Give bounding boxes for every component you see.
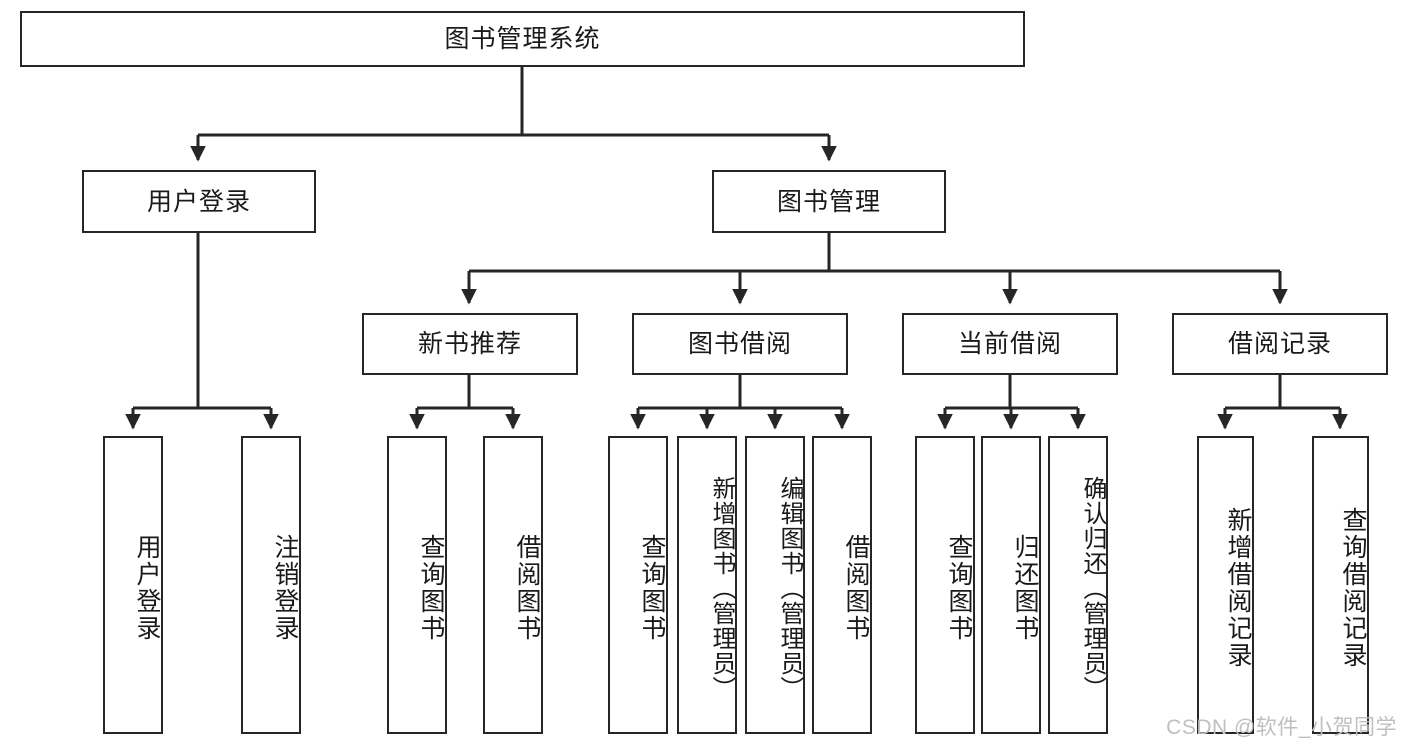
node-label: 图书管理	[776, 187, 881, 216]
leaf-current-query-book[interactable]: 查询图书	[915, 436, 975, 734]
node-label: 查询图书	[945, 534, 973, 642]
node-label: 借阅图书	[513, 534, 541, 642]
csdn-watermark: CSDN @软件_小贺同学	[1166, 716, 1397, 739]
node-label: 借阅图书	[842, 534, 870, 642]
leaf-current-confirm-return-admin[interactable]: 确认归还（管理员）	[1048, 436, 1108, 734]
node-root-system[interactable]: 图书管理系统	[20, 11, 1025, 67]
leaf-new-book-query[interactable]: 查询图书	[387, 436, 447, 734]
leaf-user-login-login[interactable]: 用户登录	[103, 436, 163, 734]
node-label: 查询借阅记录	[1339, 507, 1367, 669]
node-user-login[interactable]: 用户登录	[82, 170, 316, 233]
node-label: 图书管理系统	[444, 25, 601, 53]
node-book-borrow[interactable]: 图书借阅	[632, 313, 848, 375]
node-label: 编辑图书（管理员）	[776, 475, 803, 701]
node-label: 确认归还（管理员）	[1079, 475, 1106, 701]
node-label: 当前借阅	[957, 330, 1062, 358]
node-label: 新书推荐	[417, 330, 522, 358]
node-current-borrow[interactable]: 当前借阅	[902, 313, 1118, 375]
leaf-borrow-borrow-book[interactable]: 借阅图书	[812, 436, 872, 734]
leaf-user-login-logout[interactable]: 注销登录	[241, 436, 301, 734]
node-label: 用户登录	[146, 187, 251, 216]
node-label: 借阅记录	[1227, 330, 1332, 358]
leaf-records-query-record[interactable]: 查询借阅记录	[1312, 436, 1369, 734]
leaf-borrow-edit-book-admin[interactable]: 编辑图书（管理员）	[745, 436, 805, 734]
leaf-borrow-add-book-admin[interactable]: 新增图书（管理员）	[677, 436, 737, 734]
node-label: 新增图书（管理员）	[708, 475, 735, 701]
node-label: 图书借阅	[687, 330, 792, 358]
node-label: 注销登录	[271, 534, 299, 642]
leaf-new-book-borrow[interactable]: 借阅图书	[483, 436, 543, 734]
node-label: 新增借阅记录	[1224, 507, 1252, 669]
node-label: 查询图书	[638, 534, 666, 642]
node-label: 查询图书	[417, 534, 445, 642]
node-borrow-records[interactable]: 借阅记录	[1172, 313, 1388, 375]
leaf-borrow-query-book[interactable]: 查询图书	[608, 436, 668, 734]
node-new-book-recommendation[interactable]: 新书推荐	[362, 313, 578, 375]
node-book-management[interactable]: 图书管理	[712, 170, 946, 233]
node-label: 归还图书	[1011, 534, 1039, 642]
node-label: 用户登录	[133, 534, 161, 642]
leaf-records-add-record[interactable]: 新增借阅记录	[1197, 436, 1254, 734]
leaf-current-return-book[interactable]: 归还图书	[981, 436, 1041, 734]
